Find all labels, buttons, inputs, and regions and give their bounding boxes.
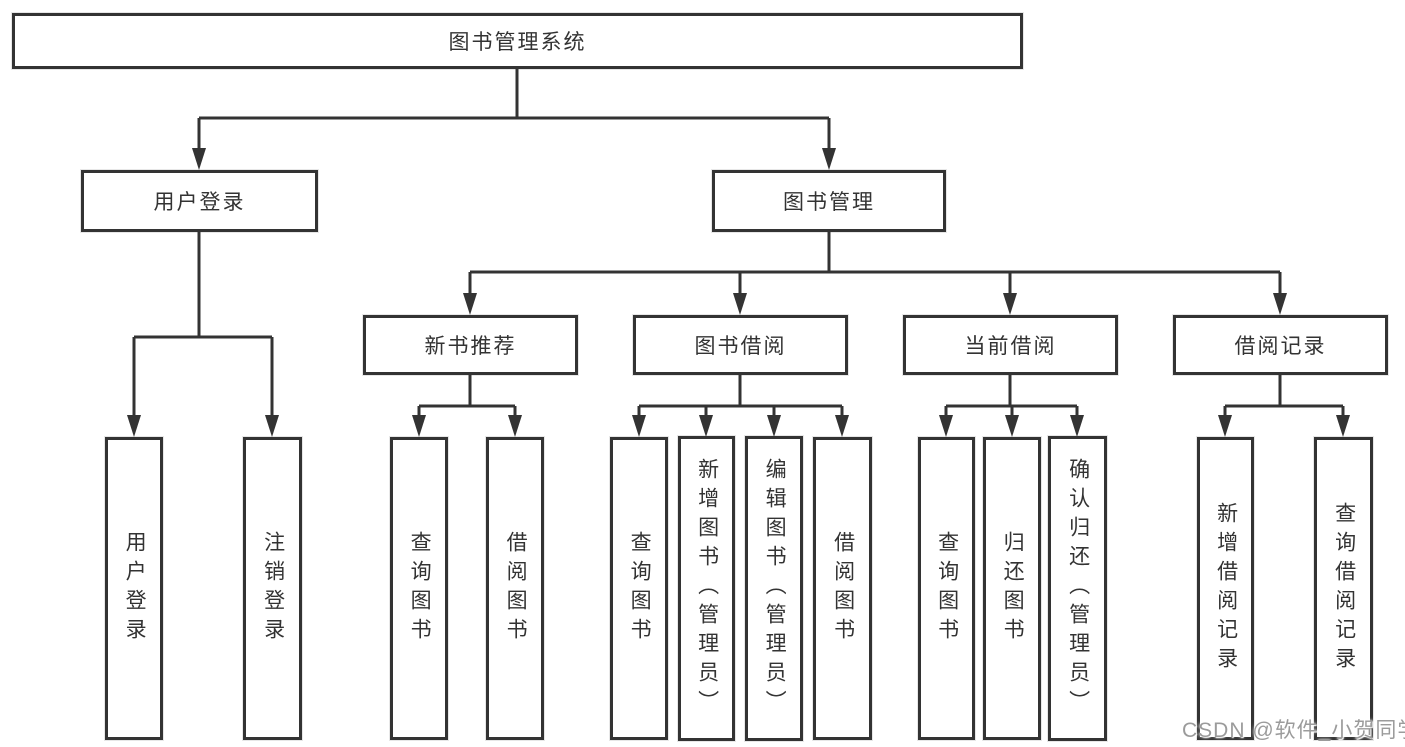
node-label: 图书借阅	[694, 335, 787, 358]
node-label: 确认归还（管理员）	[1066, 458, 1090, 719]
leaf-bb-add-book-admin: 新增图书（管理员）	[678, 436, 735, 741]
arrowhead	[412, 415, 426, 437]
node-label: 新增图书（管理员）	[695, 458, 719, 719]
leaf-bb-borrow-book: 借阅图书	[813, 437, 872, 740]
arrowhead	[939, 415, 953, 437]
node-current-borrow: 当前借阅	[903, 315, 1118, 375]
leaf-cb-return-book: 归还图书	[983, 437, 1041, 740]
edges-borrow-record-to-leaves	[1218, 375, 1350, 437]
arrowhead	[1070, 415, 1084, 437]
arrowhead	[192, 148, 206, 170]
arrowhead	[1273, 293, 1287, 315]
csdn-watermark: CSDN @软件_小贺同学	[1182, 719, 1405, 742]
arrowhead	[1218, 415, 1232, 437]
leaf-nbr-query-book: 查询图书	[390, 437, 448, 740]
arrowhead	[699, 415, 713, 437]
node-label: 新增借阅记录	[1214, 501, 1238, 676]
arrowhead	[265, 415, 279, 437]
node-label: 借阅记录	[1234, 335, 1327, 358]
node-user-login: 用户登录	[81, 170, 318, 232]
arrowhead	[1003, 293, 1017, 315]
node-label: 图书管理系统	[448, 31, 587, 54]
edges-book-borrow-to-leaves	[632, 375, 849, 437]
node-label: 查询图书	[935, 530, 959, 647]
node-label: 用户登录	[153, 191, 246, 214]
edges-new-book-rec-to-leaves	[412, 375, 522, 437]
edges-user-login-to-leaves	[127, 232, 279, 437]
leaf-bb-query-book: 查询图书	[610, 437, 668, 740]
node-label: 查询借阅记录	[1332, 501, 1356, 676]
arrowhead	[632, 415, 646, 437]
node-label: 注销登录	[261, 530, 285, 647]
edges-current-borrow-to-leaves	[939, 375, 1084, 437]
node-label: 图书管理	[783, 191, 875, 214]
arrowhead	[822, 148, 836, 170]
leaf-logout: 注销登录	[243, 437, 302, 740]
arrowhead	[127, 415, 141, 437]
leaf-user-login: 用户登录	[105, 437, 163, 740]
leaf-cb-confirm-return-admin: 确认归还（管理员）	[1048, 436, 1107, 741]
node-label: 当前借阅	[964, 335, 1057, 358]
node-label: 查询图书	[628, 530, 652, 647]
arrowhead	[508, 415, 522, 437]
node-label: 借阅图书	[831, 530, 855, 647]
arrowhead	[835, 415, 849, 437]
node-label: 归还图书	[1001, 530, 1025, 647]
node-label: 用户登录	[123, 530, 147, 647]
node-book-management: 图书管理	[712, 170, 946, 232]
node-label: 新书推荐	[424, 335, 517, 358]
leaf-br-query-record: 查询借阅记录	[1314, 437, 1373, 740]
arrowhead	[733, 293, 747, 315]
leaf-nbr-borrow-book: 借阅图书	[486, 437, 544, 740]
leaf-cb-query-book: 查询图书	[918, 437, 975, 740]
node-new-book-recommend: 新书推荐	[363, 315, 578, 375]
edges-root-to-level2	[192, 69, 836, 170]
arrowhead	[1005, 415, 1019, 437]
node-borrow-record: 借阅记录	[1173, 315, 1388, 375]
leaf-br-add-record: 新增借阅记录	[1197, 437, 1254, 740]
leaf-bb-edit-book-admin: 编辑图书（管理员）	[745, 436, 803, 741]
arrowhead	[1336, 415, 1350, 437]
arrowhead	[767, 415, 781, 437]
node-book-borrow: 图书借阅	[633, 315, 848, 375]
node-label: 编辑图书（管理员）	[763, 458, 787, 719]
edges-book-mgmt-to-level3	[463, 232, 1287, 315]
node-root-system: 图书管理系统	[12, 13, 1023, 69]
node-label: 借阅图书	[504, 530, 528, 647]
node-label: 查询图书	[408, 530, 432, 647]
arrowhead	[463, 293, 477, 315]
